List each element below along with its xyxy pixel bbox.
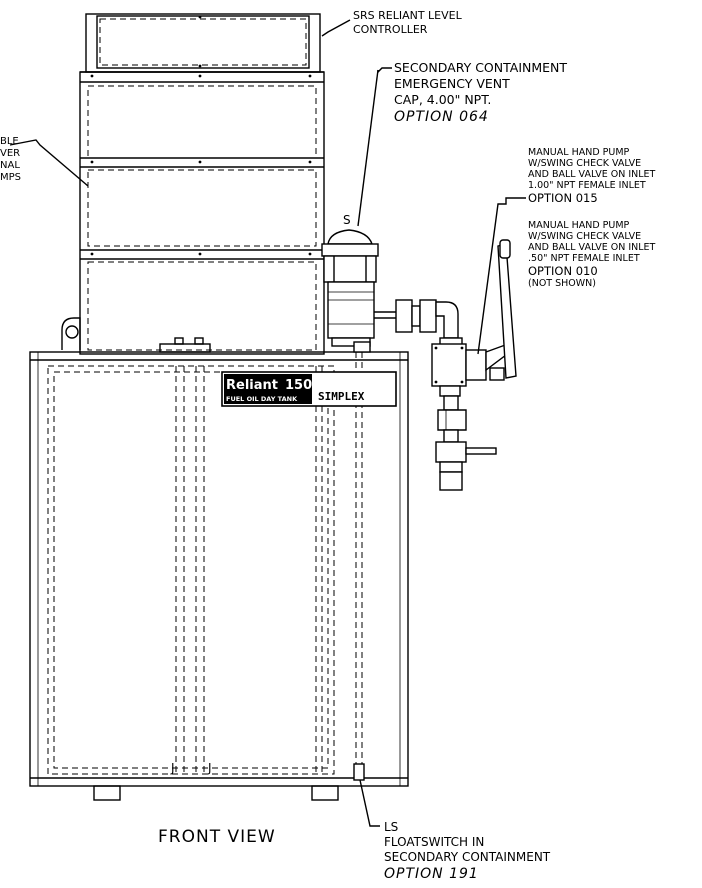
pump015-line-2: W/SWING CHECK VALVE [528,158,641,169]
nameplate: Reliant 150 FUEL OIL DAY TANK SIMPLEX [221,371,397,407]
level-controller-enclosure [79,13,325,355]
pump015-line-3: AND BALL VALVE ON INLET [528,169,656,180]
callout-level-controller: SRS RELIANT LEVEL CONTROLLER [353,9,463,36]
pump010-line-3: AND BALL VALVE ON INLET [528,242,656,253]
pump010-line-4: .50" NPT FEMALE INLET [528,253,640,264]
callout-hand-pump-010: MANUAL HAND PUMP W/SWING CHECK VALVE AND… [528,220,656,289]
cover-line-3: NAL [0,160,20,171]
callout-removable-cover: BLE VER NAL MPS [0,136,21,183]
callout-emergency-vent: SECONDARY CONTAINMENT EMERGENCY VENT CAP… [394,60,567,125]
pump010-line-1: MANUAL HAND PUMP [528,220,630,231]
stub-marker-right: J [207,761,212,775]
vent-line-1: SECONDARY CONTAINMENT [394,60,567,75]
leader-lines [9,19,526,827]
floatswitch-marker: LS [384,820,398,834]
pump015-option: OPTION 015 [528,191,598,205]
hand-pump-assembly [374,239,517,491]
lifting-lug [61,317,81,350]
vent-line-3: CAP, 4.00" NPT. [394,92,491,107]
level-controller-line-2: CONTROLLER [353,23,428,36]
nameplate-maker: SIMPLEX [318,390,365,403]
pump010-note: (NOT SHOWN) [528,278,596,289]
stub-marker-left: J [170,761,175,775]
floatswitch-line-1: FLOATSWITCH IN [384,835,484,849]
pump015-line-4: 1.00" NPT FEMALE INLET [528,180,646,191]
tank-body [29,351,409,801]
level-controller-line-1: SRS RELIANT LEVEL [353,9,463,22]
vent-line-2: EMERGENCY VENT [394,76,510,91]
callout-hand-pump-015: MANUAL HAND PUMP W/SWING CHECK VALVE AND… [528,147,656,205]
pump010-option: OPTION 010 [528,264,598,278]
cover-line-2: VER [0,148,20,159]
cover-line-1: BLE [0,136,19,147]
view-title: FRONT VIEW [158,827,276,847]
emergency-vent-cap [321,229,379,353]
vent-option: OPTION 064 [394,109,489,125]
pump010-line-2: W/SWING CHECK VALVE [528,231,641,242]
cover-line-4: MPS [0,172,21,183]
floatswitch-line-2: SECONDARY CONTAINMENT [384,850,551,864]
floatswitch-option: OPTION 191 [384,866,479,882]
callout-floatswitch: LS FLOATSWITCH IN SECONDARY CONTAINMENT … [384,820,551,882]
nameplate-subtitle: FUEL OIL DAY TANK [226,395,298,403]
pump015-line-1: MANUAL HAND PUMP [528,147,630,158]
vent-marker: S [343,213,351,227]
nameplate-brand: Reliant [226,378,278,393]
nameplate-model: 150 [285,378,312,393]
